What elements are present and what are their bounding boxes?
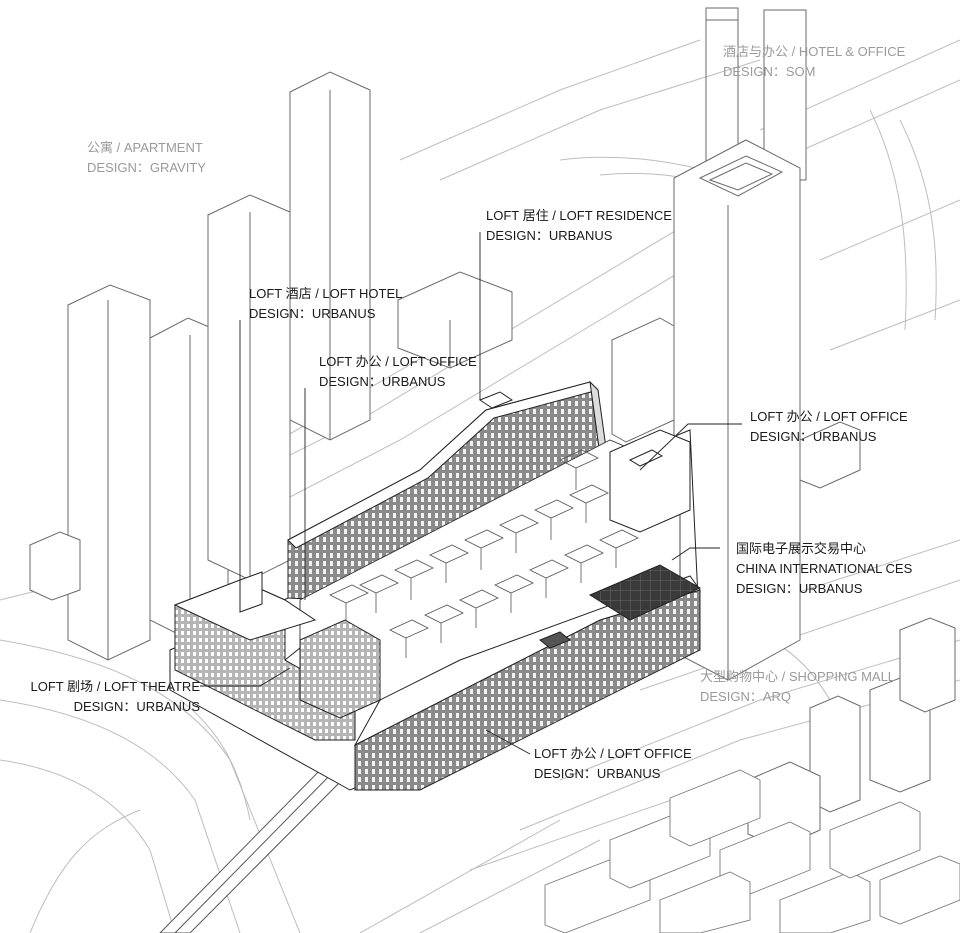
label-loft-residence: LOFT 居住 / LOFT RESIDENCE DESIGN：URBANUS (486, 206, 672, 246)
label-loft-office-right: LOFT 办公 / LOFT OFFICE DESIGN：URBANUS (750, 407, 908, 447)
loft-office-bottom-name: LOFT 办公 / LOFT OFFICE (534, 746, 692, 761)
loft-office-center-name: LOFT 办公 / LOFT OFFICE (319, 354, 477, 369)
label-loft-theatre: LOFT 剧场 / LOFT THEATRE DESIGN：URBANUS (20, 677, 200, 717)
loft-office-right-design: DESIGN：URBANUS (750, 429, 877, 444)
loft-office-right-name: LOFT 办公 / LOFT OFFICE (750, 409, 908, 424)
context-towers (29, 7, 956, 849)
label-hotel-office: 酒店与办公 / HOTEL & OFFICE DESIGN：SOM (723, 42, 905, 82)
apartment-design: DESIGN：GRAVITY (87, 160, 206, 175)
leader-lines (200, 232, 742, 755)
shopping-mall-design: DESIGN：ARQ (700, 689, 792, 704)
hotel-office-design: DESIGN：SOM (723, 64, 816, 79)
loft-office-right-block (609, 429, 691, 533)
ces-design: DESIGN：URBANUS (736, 581, 863, 596)
viaduct (159, 759, 353, 933)
loft-office-bottom-design: DESIGN：URBANUS (534, 766, 661, 781)
label-loft-office-center: LOFT 办公 / LOFT OFFICE DESIGN：URBANUS (319, 352, 477, 392)
residential-blocks (544, 769, 960, 933)
loft-office-center-design: DESIGN：URBANUS (319, 374, 446, 389)
label-loft-hotel: LOFT 酒店 / LOFT HOTEL DESIGN：URBANUS (249, 284, 402, 324)
loft-hotel-design: DESIGN：URBANUS (249, 306, 376, 321)
loft-theatre-name: LOFT 剧场 / LOFT THEATRE (30, 679, 200, 694)
loft-theatre-design: DESIGN：URBANUS (73, 699, 200, 714)
loft-theatre-block (173, 571, 381, 741)
loft-residence-design: DESIGN：URBANUS (486, 228, 613, 243)
ces-name-en: CHINA INTERNATIONAL CES (736, 561, 913, 576)
label-shopping-mall: 大型购物中心 / SHOPPING MALL DESIGN：ARQ (700, 667, 895, 707)
label-apartment: 公寓 / APARTMENT DESIGN：GRAVITY (87, 138, 206, 178)
hotel-office-name: 酒店与办公 / HOTEL & OFFICE (723, 44, 906, 59)
shopping-mall-name: 大型购物中心 / SHOPPING MALL (700, 669, 896, 684)
apartment-name: 公寓 / APARTMENT (87, 140, 203, 155)
loft-residence-name: LOFT 居住 / LOFT RESIDENCE (486, 208, 672, 223)
loft-hotel-name: LOFT 酒店 / LOFT HOTEL (249, 286, 403, 301)
ces-name-cn: 国际电子展示交易中心 (736, 541, 867, 556)
label-ces: 国际电子展示交易中心 CHINA INTERNATIONAL CES DESIG… (736, 539, 912, 599)
label-loft-office-bottom: LOFT 办公 / LOFT OFFICE DESIGN：URBANUS (534, 744, 692, 784)
